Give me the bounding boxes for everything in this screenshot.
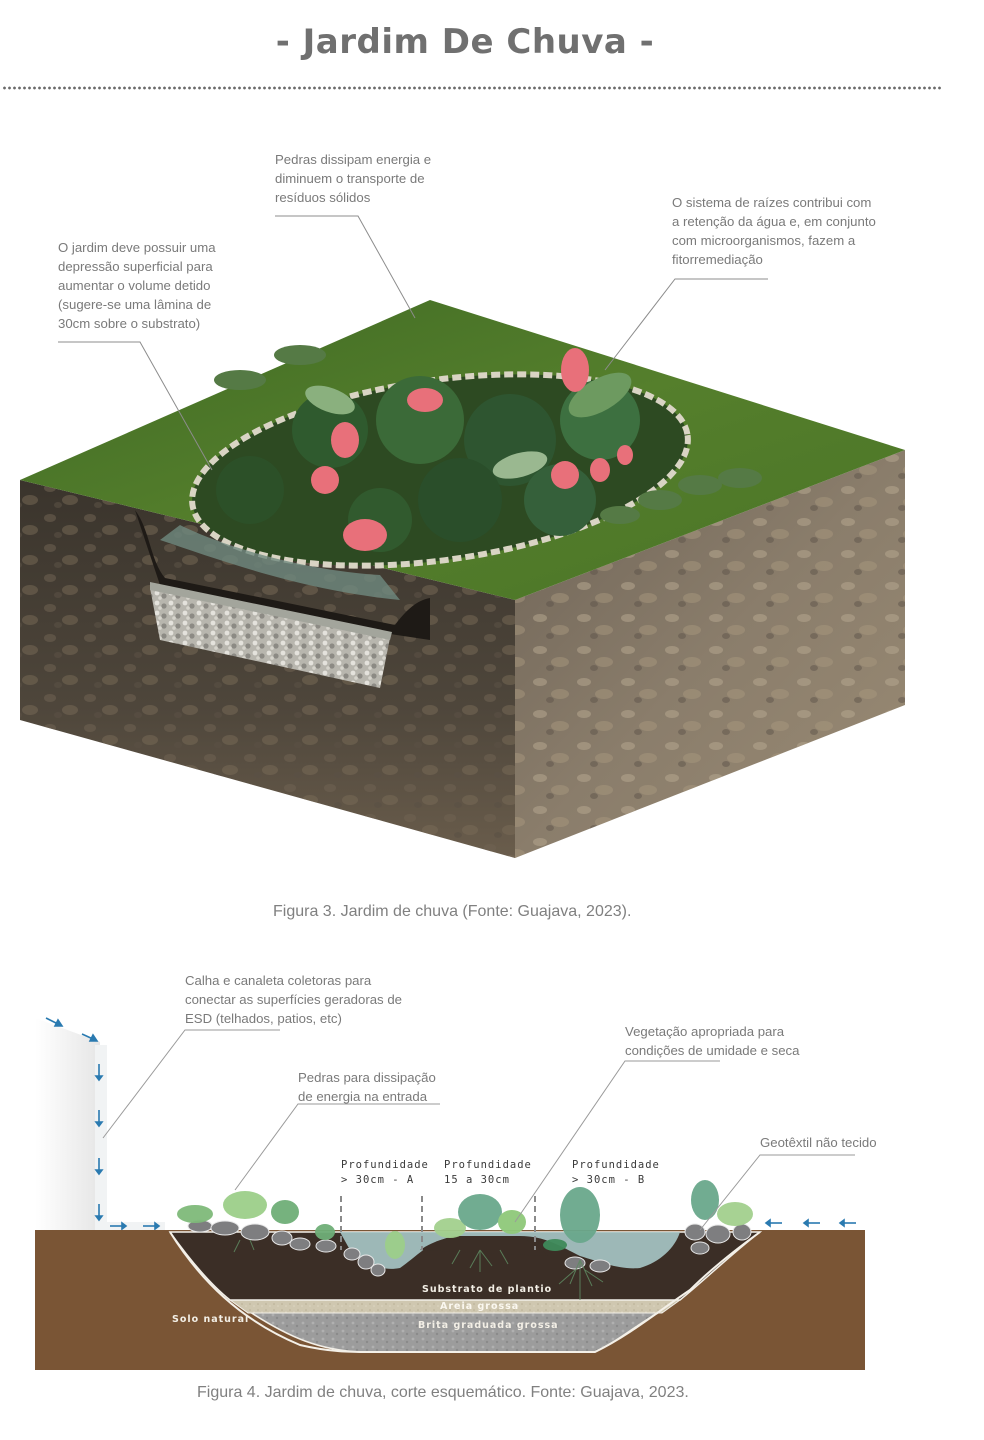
figure-4-caption: Figura 4. Jardim de chuva, corte esquemá… xyxy=(197,1384,689,1401)
block-left-face xyxy=(20,480,515,858)
water-pond xyxy=(340,1232,680,1269)
roots xyxy=(233,1239,604,1300)
depth-zone-a: Profundidade > 30cm - A xyxy=(341,1159,429,1186)
flower-clusters xyxy=(311,348,633,551)
depth-markers xyxy=(340,1196,536,1250)
annotation-gutter: Calha e canaleta coletoras para conectar… xyxy=(185,973,402,1026)
leader-lines xyxy=(102,1029,855,1231)
block-grass-top xyxy=(20,300,905,600)
water-flow-arrows xyxy=(45,1017,856,1231)
figure-3-illustration xyxy=(20,215,905,858)
layer-native-soil: Solo natural xyxy=(172,1314,250,1325)
depth-zone-b: Profundidade > 30cm - B xyxy=(572,1159,660,1186)
figure-3-caption: Figura 3. Jardim de chuva (Fonte: Guajav… xyxy=(273,903,632,920)
annotation-roots: O sistema de raízes contribui com a rete… xyxy=(672,195,876,267)
page-title: - Jardim De Chuva - xyxy=(275,22,655,62)
annotation-depression: O jardim deve possuir uma depressão supe… xyxy=(58,240,216,331)
building-wall xyxy=(35,1018,165,1232)
vegetation xyxy=(177,1180,753,1259)
block-right-face xyxy=(515,450,905,858)
leader-lines xyxy=(58,215,768,471)
layer-gravel: Brita graduada grossa xyxy=(418,1320,559,1331)
annotation-stones: Pedras dissipam energia e diminuem o tra… xyxy=(275,152,432,205)
dotted-divider xyxy=(2,86,942,90)
annotation-vegetation: Vegetação apropriada para condições de u… xyxy=(625,1024,800,1058)
annotation-entry-stones: Pedras para dissipação de energia na ent… xyxy=(298,1070,436,1104)
layer-sand: Areia grossa xyxy=(440,1301,520,1312)
depth-zone-middle: Profundidade 15 a 30cm xyxy=(444,1159,532,1186)
grass-tufts xyxy=(214,345,762,524)
annotation-geotextile: Geotêxtil não tecido xyxy=(760,1135,877,1150)
layer-substrate: Substrato de plantio xyxy=(422,1284,553,1295)
